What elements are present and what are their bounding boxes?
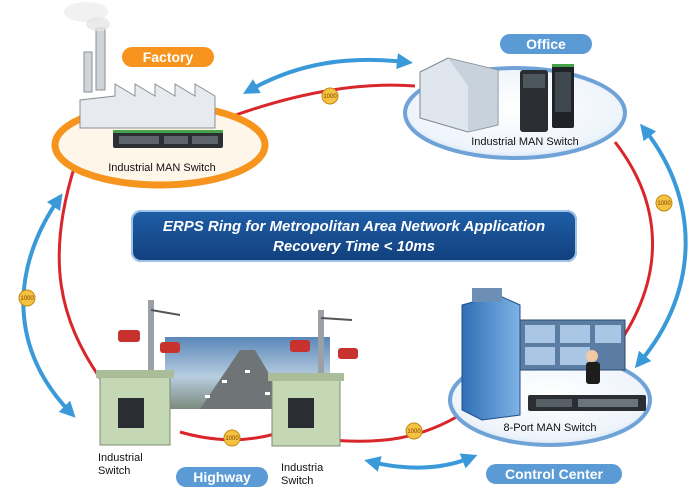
- factory-switch: [113, 130, 223, 148]
- right-pole: [290, 310, 358, 382]
- office-label: Office: [500, 34, 592, 54]
- office-device-caption: Industrial MAN Switch: [471, 136, 579, 148]
- link-factory-office: [229, 83, 416, 119]
- badge-top: 1000: [321, 87, 339, 105]
- control-switch: [528, 395, 646, 411]
- arrow-left: [21, 193, 76, 418]
- control-tower: [461, 288, 521, 421]
- link-office-control: [613, 141, 654, 343]
- badge-right-label: 1000: [657, 201, 671, 207]
- highway-left-caption: Industrial Switch: [98, 452, 158, 478]
- link-control-highway: [329, 410, 466, 443]
- banner-title: ERPS Ring for Metropolitan Area Network …: [162, 218, 546, 235]
- highway-left-caption-line2: Switch: [98, 465, 131, 477]
- banner-subtitle: Recovery Time < 10ms: [273, 238, 435, 255]
- badge-left: 1000: [18, 289, 36, 307]
- badge-bottom-right: 1000: [405, 422, 423, 440]
- highway-left-caption-line1: Industrial: [98, 452, 143, 464]
- highway-right-caption-line1: Industria: [281, 462, 324, 474]
- control-device-caption: 8-Port MAN Switch: [503, 422, 597, 434]
- badge-left-label: 1000: [20, 296, 34, 302]
- arrow-top: [243, 53, 413, 94]
- badge-top-label: 1000: [323, 94, 337, 100]
- badge-right: 1000: [655, 194, 673, 212]
- factory-device-caption: Industrial MAN Switch: [108, 162, 216, 174]
- left-pole: [118, 300, 181, 380]
- link-badges: 1000 1000 1000 1000 1000: [18, 87, 673, 447]
- left-cabinet: [96, 370, 174, 446]
- factory-site: [51, 2, 269, 189]
- office-building: [419, 57, 499, 133]
- office-switch: [520, 64, 574, 132]
- redundancy-arrows: [21, 53, 688, 472]
- arrow-right: [634, 123, 688, 369]
- factory-chimney: [95, 27, 106, 91]
- operator-figure: [586, 350, 600, 384]
- control-center-site: [448, 288, 652, 447]
- link-highway-factory: [57, 164, 102, 379]
- arrow-bottom: [364, 453, 478, 472]
- erps-banner: ERPS Ring for Metropolitan Area Network …: [131, 210, 577, 262]
- badge-bottom-right-label: 1000: [407, 429, 421, 435]
- video-wall: [519, 319, 626, 371]
- badge-bottom-center: 1000: [223, 429, 241, 447]
- badge-bottom-center-label: 1000: [225, 436, 239, 442]
- highway-right-caption: Industria Switch: [281, 462, 341, 488]
- office-site: [403, 57, 627, 160]
- right-cabinet: [268, 373, 344, 447]
- highway-right-caption-line2: Switch: [281, 475, 314, 487]
- factory-building: [79, 83, 216, 129]
- highway-scene: [96, 300, 358, 447]
- factory-label: Factory: [122, 47, 214, 67]
- highway-label: Highway: [176, 467, 268, 487]
- control-center-label: Control Center: [486, 464, 622, 484]
